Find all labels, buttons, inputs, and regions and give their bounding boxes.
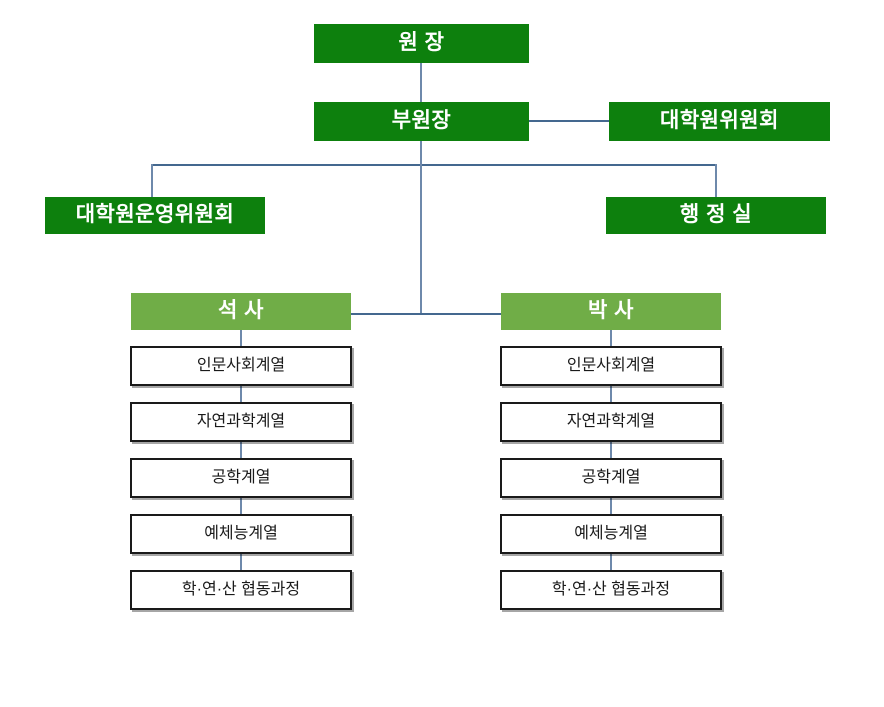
connector-masters-program-3-to-4: [240, 498, 242, 514]
connector-bus-to-admin-office: [715, 164, 717, 197]
connector-bus-to-degree-row: [420, 164, 422, 314]
connector-masters-to-program-1: [240, 330, 242, 346]
connector-masters-to-doctoral: [351, 313, 501, 315]
node-graduate-committee[interactable]: 대학원위원회: [609, 102, 830, 141]
connector-vice-to-bus: [420, 141, 422, 165]
node-vice-director[interactable]: 부원장: [314, 102, 529, 141]
node-operating-committee[interactable]: 대학원운영위원회: [45, 197, 265, 234]
node-admin-office[interactable]: 행 정 실: [606, 197, 826, 234]
connector-masters-program-4-to-5: [240, 554, 242, 570]
connector-bus-to-operating-committee: [151, 164, 153, 197]
connector-masters-program-2-to-3: [240, 442, 242, 458]
node-masters-program[interactable]: 예체능계열: [130, 514, 352, 554]
node-masters-program[interactable]: 인문사회계열: [130, 346, 352, 386]
connector-doctoral-program-3-to-4: [610, 498, 612, 514]
node-director[interactable]: 원 장: [314, 24, 529, 63]
connector-doctoral-to-program-1: [610, 330, 612, 346]
connector-bus-horizontal: [151, 164, 717, 166]
connector-doctoral-program-1-to-2: [610, 386, 612, 402]
node-masters-program[interactable]: 학·연·산 협동과정: [130, 570, 352, 610]
node-masters-program[interactable]: 자연과학계열: [130, 402, 352, 442]
node-masters[interactable]: 석 사: [131, 293, 351, 330]
node-masters-program[interactable]: 공학계열: [130, 458, 352, 498]
node-doctoral-program[interactable]: 학·연·산 협동과정: [500, 570, 722, 610]
connector-doctoral-program-4-to-5: [610, 554, 612, 570]
connector-director-to-vice: [420, 63, 422, 102]
node-doctoral[interactable]: 박 사: [501, 293, 721, 330]
connector-doctoral-program-2-to-3: [610, 442, 612, 458]
node-doctoral-program[interactable]: 인문사회계열: [500, 346, 722, 386]
node-doctoral-program[interactable]: 자연과학계열: [500, 402, 722, 442]
connector-vice-to-graduate-committee: [529, 120, 609, 122]
node-doctoral-program[interactable]: 예체능계열: [500, 514, 722, 554]
connector-masters-program-1-to-2: [240, 386, 242, 402]
node-doctoral-program[interactable]: 공학계열: [500, 458, 722, 498]
